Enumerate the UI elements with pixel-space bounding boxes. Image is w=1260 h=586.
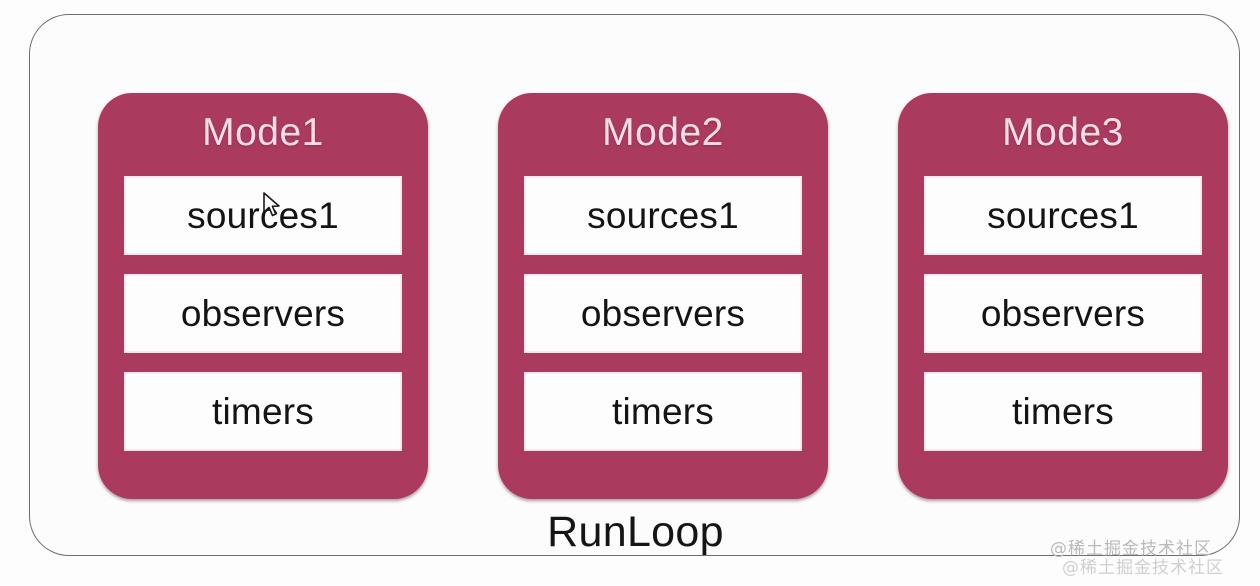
mode-box-3[interactable]: Mode3 sources1 observers timers (898, 93, 1228, 499)
mode-slot-observers[interactable]: observers (524, 274, 802, 353)
mode-slot-timers[interactable]: timers (524, 372, 802, 451)
mode-slot-timers[interactable]: timers (924, 372, 1202, 451)
mode-title: Mode1 (202, 111, 324, 154)
mode-slot-sources[interactable]: sources1 (124, 176, 402, 255)
runloop-container: Mode1 sources1 observers timers Mode2 so… (29, 14, 1240, 556)
mode-slot-list: sources1 observers timers (924, 176, 1202, 451)
mode-box-1[interactable]: Mode1 sources1 observers timers (98, 93, 428, 499)
mode-title: Mode2 (602, 111, 724, 154)
mode-slot-sources[interactable]: sources1 (524, 176, 802, 255)
mode-title: Mode3 (1002, 111, 1124, 154)
mode-slot-timers[interactable]: timers (124, 372, 402, 451)
mode-slot-sources[interactable]: sources1 (924, 176, 1202, 255)
runloop-caption: RunLoop (547, 508, 724, 556)
mode-box-2[interactable]: Mode2 sources1 observers timers (498, 93, 828, 499)
mode-slot-list: sources1 observers timers (124, 176, 402, 451)
modes-row: Mode1 sources1 observers timers Mode2 so… (98, 93, 1228, 499)
mode-slot-observers[interactable]: observers (924, 274, 1202, 353)
mode-slot-observers[interactable]: observers (124, 274, 402, 353)
watermark-line-2: @稀土掘金技术社区 (1062, 558, 1224, 578)
mode-slot-list: sources1 observers timers (524, 176, 802, 451)
